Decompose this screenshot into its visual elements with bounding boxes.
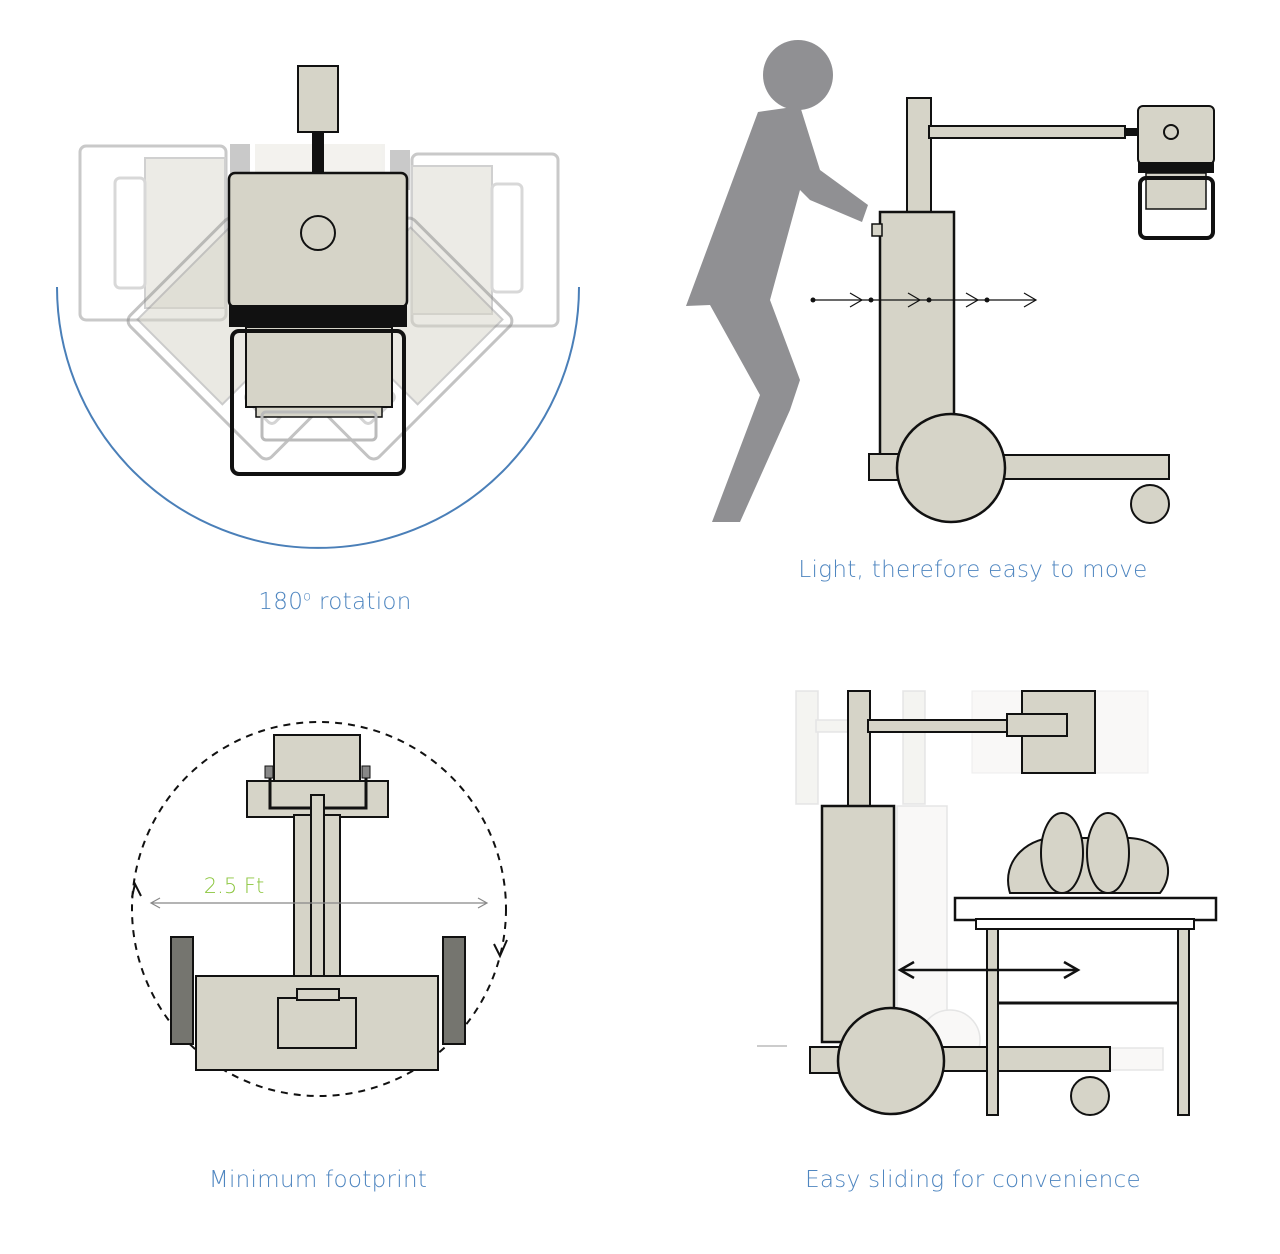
base-rail bbox=[997, 454, 1170, 480]
caption-light: Light, therefore easy to move bbox=[798, 557, 1148, 583]
wheel-right bbox=[442, 936, 466, 1045]
rotation-illustration bbox=[56, 65, 580, 549]
patient-figure bbox=[1007, 812, 1170, 894]
column-cap bbox=[296, 988, 340, 1001]
caption-rotation: 180o rotation bbox=[258, 589, 411, 615]
dimension-label: 2.5 Ft bbox=[204, 874, 264, 898]
degree-symbol: o bbox=[303, 589, 312, 605]
horizontal-arm bbox=[928, 125, 1126, 139]
motion-dots bbox=[810, 297, 990, 303]
collimator-handle bbox=[1138, 176, 1215, 240]
caption-rotation-number: 180 bbox=[258, 589, 304, 615]
footprint-illustration: 2.5 Ft bbox=[131, 721, 508, 1097]
rotate-arrow-left bbox=[131, 881, 142, 898]
wheel-left bbox=[170, 936, 194, 1045]
push-handle bbox=[871, 223, 883, 237]
tube-pivot bbox=[1163, 124, 1179, 140]
caption-sliding: Easy sliding for convenience bbox=[805, 1167, 1141, 1193]
slide-base-rail bbox=[939, 1046, 1111, 1072]
slide-main-wheel bbox=[836, 1006, 946, 1116]
slide-tube-link bbox=[1006, 713, 1068, 737]
main-wheel bbox=[895, 412, 1007, 524]
caster-wheel bbox=[1130, 484, 1170, 524]
mast bbox=[906, 97, 932, 214]
caption-footprint: Minimum footprint bbox=[208, 1167, 428, 1193]
slide-caster bbox=[1070, 1076, 1110, 1116]
tube-band bbox=[1138, 162, 1214, 173]
pivot-knob bbox=[300, 215, 336, 251]
handle-frame bbox=[230, 329, 406, 476]
footprint-circle bbox=[131, 721, 507, 1097]
rotation-arc bbox=[56, 286, 580, 549]
slide-column bbox=[820, 804, 896, 1044]
column-block bbox=[277, 997, 357, 1049]
rotate-arrow-right bbox=[493, 939, 508, 959]
table-top bbox=[953, 896, 1218, 922]
sliding-illustration bbox=[757, 690, 1218, 1116]
arm-inner bbox=[310, 794, 325, 996]
inner-handle bbox=[260, 410, 378, 442]
slide-arm bbox=[867, 719, 1009, 733]
caption-rotation-rest: rotation bbox=[311, 589, 412, 615]
light-illustration bbox=[686, 40, 1215, 524]
motion-arrows bbox=[813, 292, 1038, 308]
arm-link bbox=[1125, 128, 1140, 136]
person-figure bbox=[686, 40, 868, 522]
table-leg-right bbox=[1177, 928, 1190, 1116]
table-leg-left bbox=[986, 928, 999, 1116]
table-apron bbox=[975, 918, 1195, 930]
slide-mast bbox=[847, 690, 871, 807]
black-band bbox=[229, 305, 407, 327]
collimator-body bbox=[245, 326, 393, 408]
tube-head-top bbox=[297, 65, 339, 133]
